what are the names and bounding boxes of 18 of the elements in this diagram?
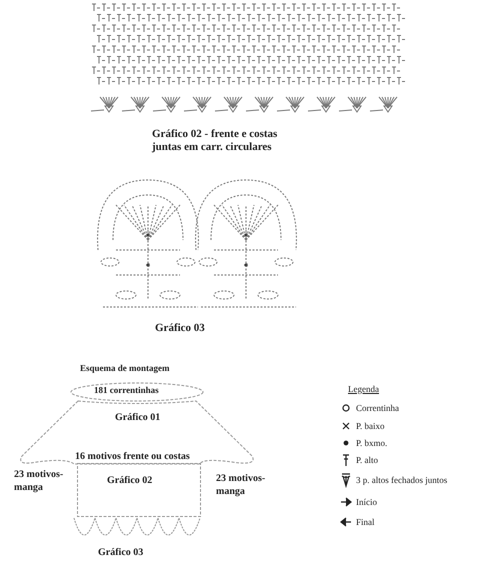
legend-text: P. bxmo. [356,438,388,449]
count-label: 16 motivos frente ou costas [75,450,191,463]
chart-label: Gráfico 01 [115,412,160,423]
chart-label: 181 correntinhas [94,385,159,395]
chart-label: Gráfico 02 [107,475,152,486]
chart-caption: Gráfico 03 [155,322,206,335]
legend-text: P. baixo [356,421,385,432]
chart-caption: Gráfico 03 [98,546,144,559]
chart-caption: Gráfico 02 - frente e costas juntas em carr. circulares [152,128,278,154]
legend-text: Final [356,517,375,528]
count-label: 23 motivos-manga [14,468,64,494]
legend-text: P. alto [356,455,378,466]
diagram-heading: Esquema de montagem [80,362,170,375]
legend-heading: Legenda [348,383,379,396]
legend-text: 3 p. altos fechados juntos [356,475,448,486]
legend-text: Início [356,497,377,508]
count-label: 23 motivos-manga [216,472,266,498]
legend-text: Correntinha [356,403,399,414]
